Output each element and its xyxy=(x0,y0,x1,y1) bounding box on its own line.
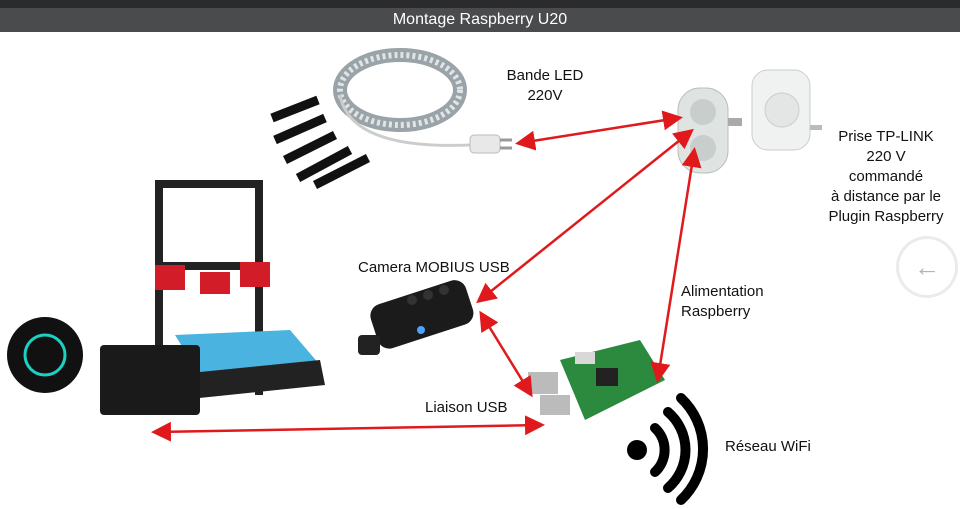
prise-label-line: Prise TP-LINK xyxy=(838,128,934,145)
prise-label-line: Plugin Raspberry xyxy=(828,208,944,225)
raspberry-pi-image xyxy=(528,340,665,420)
camera-label: Camera MOBIUS USB xyxy=(358,259,510,276)
wifi-icon xyxy=(627,393,708,505)
prise-label: Prise TP-LINK 220 V commandé à distance … xyxy=(812,127,960,227)
led-label-line: 220V xyxy=(527,87,563,104)
led-label-line: Bande LED xyxy=(506,67,584,84)
back-button[interactable]: ← xyxy=(896,236,958,298)
prise-label-line: commandé xyxy=(848,168,924,185)
status-bar xyxy=(0,0,960,8)
arrow-raspberry-socket xyxy=(650,147,702,383)
usb-label: Liaison USB xyxy=(425,399,508,416)
camera-image xyxy=(358,280,474,355)
prise-label-line: à distance par le xyxy=(830,188,942,205)
arrow-printer-raspberry xyxy=(151,415,545,442)
arrow-left-icon: ← xyxy=(914,252,940,282)
connection-arrows xyxy=(151,110,702,442)
3d-printer-image xyxy=(7,180,325,415)
prise-label-line: 220 V xyxy=(866,148,906,165)
title-bar: Montage Raspberry U20 xyxy=(0,8,960,32)
alim-label-line: Alimentation xyxy=(681,283,764,300)
led-strip-image xyxy=(270,48,512,190)
page-title: Montage Raspberry U20 xyxy=(392,11,568,28)
arrow-camera-socket xyxy=(476,128,694,304)
wifi-label: Réseau WiFi xyxy=(725,438,811,455)
double-socket-image xyxy=(677,87,742,174)
led-label: Bande LED 220V xyxy=(495,66,595,106)
arrow-camera-raspberry xyxy=(479,310,533,398)
alim-label-line: Raspberry xyxy=(681,303,751,320)
arrow-led-socket xyxy=(515,110,683,151)
tp-link-plug-image xyxy=(751,69,822,151)
